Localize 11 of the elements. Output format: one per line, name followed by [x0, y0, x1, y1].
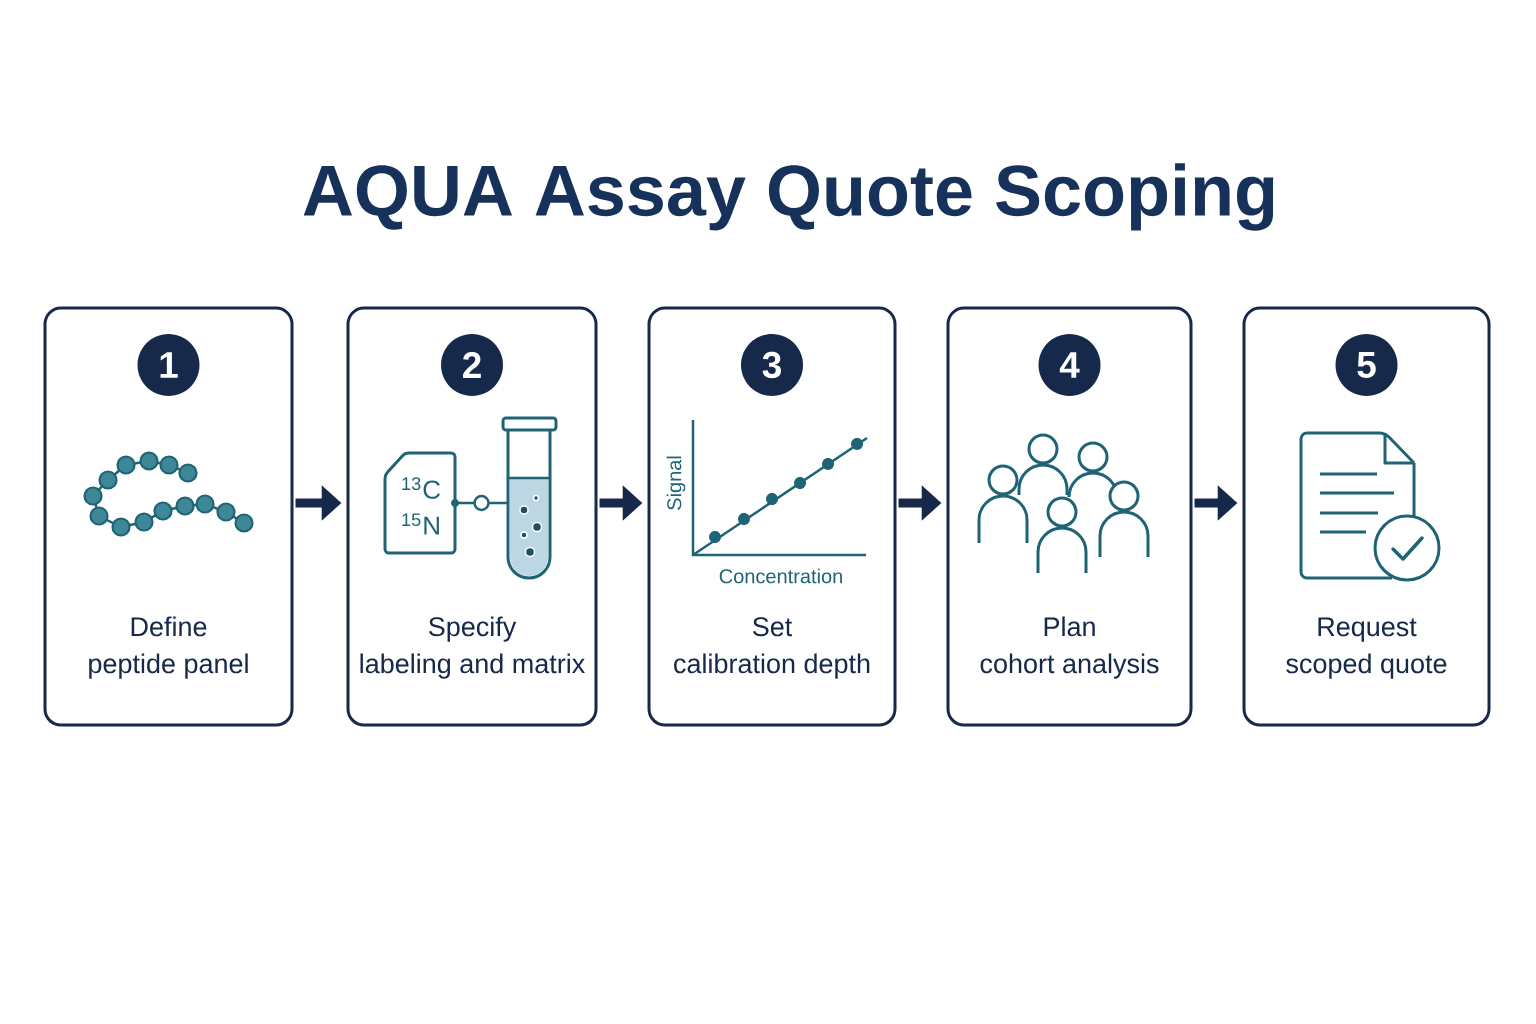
- connector-line: [455, 501, 508, 505]
- step-number: 1: [137, 334, 200, 396]
- title: AQUA Assay Quote Scoping: [303, 163, 1274, 231]
- step-number: 4: [1038, 334, 1101, 396]
- axis-label: Concentration: [719, 568, 842, 584]
- axis-label: Signal: [666, 456, 686, 510]
- test-tube-icon: [501, 416, 558, 580]
- step-number: 2: [441, 334, 503, 396]
- step-number: 5: [1335, 334, 1398, 396]
- label-card: $^{13}$C $^{15}$N: [383, 451, 459, 555]
- step-number: 3: [741, 334, 803, 396]
